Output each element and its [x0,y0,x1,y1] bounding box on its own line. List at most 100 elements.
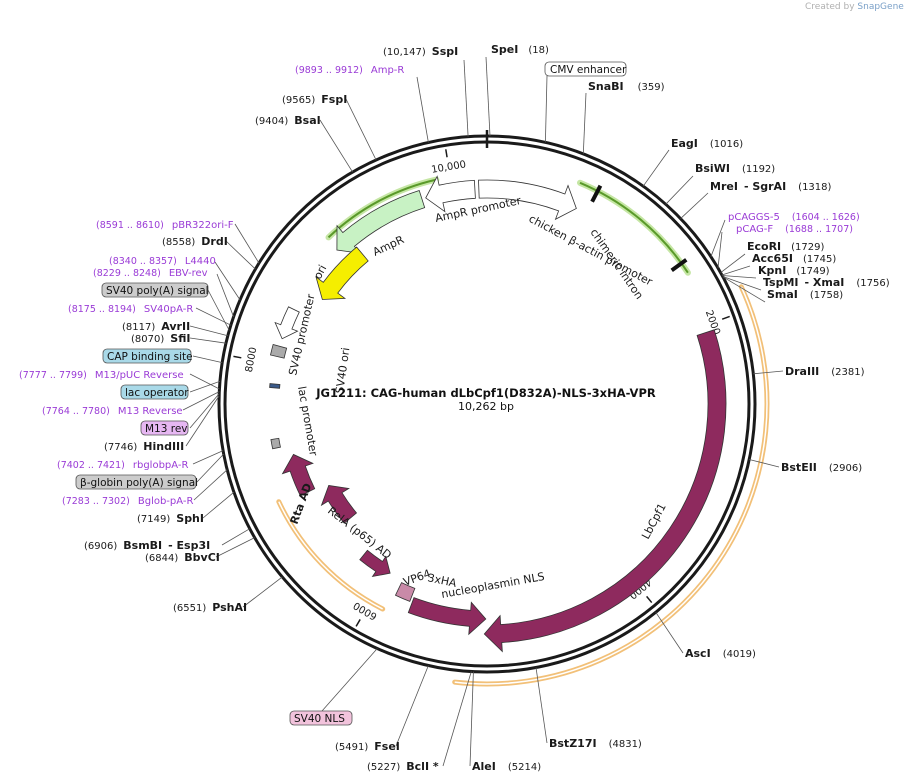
tick-label-4: 10,000 [431,159,467,175]
feature-label-ampr[interactable]: AmpR [371,233,407,259]
leader-line-35 [195,307,232,326]
site-eagi[interactable]: EagI(1016) [671,137,743,150]
site-sphi[interactable]: (7149)SphI [137,512,204,525]
site-labels: (10,147)SspI SpeI(18) SnaBI(359) EagI(10… [84,43,890,773]
leader-line-28 [345,98,377,161]
site-mrei[interactable]: MreI- SgrAI(1318) [710,180,832,193]
leader-line-22 [202,491,235,519]
leader-line-40 [207,289,230,331]
feature-label-rela-ad[interactable]: RelA (p65) AD [325,504,394,562]
leader-line-31 [717,231,723,269]
site-bsai[interactable]: (9404)BsaI [255,114,321,127]
feature-label-sv40-ori[interactable]: SV40 ori [333,347,352,395]
leader-line-6 [680,192,709,219]
feature-arc-lbcpf1 [483,329,727,653]
site-sfii[interactable]: (8070)SfiI [131,332,190,345]
plasmid-name: JG1211: CAG-human dLbCpf1(D832A)-NLS-3xH… [315,386,656,400]
label-sv40-polya-signal[interactable]: SV40 poly(A) signal [101,282,209,298]
site-draiii[interactable]: DraIII(2381) [785,365,865,378]
feature-label-chimeric-intron[interactable]: chimeric intron [588,226,646,301]
feature-label-ori[interactable]: ori [311,263,329,282]
svg-text:lac operator: lac operator [125,387,189,399]
feature-arc-rta-ad [281,453,316,497]
primer-pcaggs-5[interactable]: pCAGGS-5(1604 .. 1626) [728,212,860,223]
site-fsei[interactable]: (5491)FseI [335,740,400,753]
leader-line-12 [753,370,784,375]
plasmid-length: 10,262 bp [458,400,514,413]
site-drdi[interactable]: (8558)DrdI [162,235,228,248]
site-avrii[interactable]: (8117)AvrII [122,320,190,333]
label-m13-rev[interactable]: M13 rev [140,420,189,436]
site-asci[interactable]: AscI(4019) [685,647,756,660]
leader-line-3 [582,92,587,154]
primer-pbr322ori-f[interactable]: (8591 .. 8610)pBR322ori-F [96,220,234,231]
leader-line-29 [416,76,429,143]
leader-line-10 [722,276,762,291]
label-cmv-enhancer[interactable]: CMV enhancer [544,61,627,77]
site-bsiwi[interactable]: BsiWI(1192) [695,162,775,175]
svg-text:SV40 poly(A) signal: SV40 poly(A) signal [106,285,209,297]
intron-marker-0 [590,184,603,203]
leader-line-19 [242,576,283,608]
feature-arc-ampr [336,189,426,254]
site-fspi[interactable]: (9565)FspI [282,93,347,106]
site-kpni[interactable]: KpnI(1749) [758,264,830,277]
site-pshai[interactable]: (6551)PshAI [173,601,247,614]
label-lac-operator[interactable]: lac operator [120,384,189,400]
site-alei[interactable]: AleI(5214) [472,760,541,773]
site-tspmi[interactable]: TspMI- XmaI(1756) [763,276,890,289]
leader-line-2 [545,75,548,143]
leader-line-25 [189,325,228,337]
feature-arc-ori [315,246,369,300]
site-bbvci[interactable]: (6844)BbvCI [145,551,220,564]
feature-arc-rela-ad [320,485,358,524]
primer-m13-puc-reverse[interactable]: (7777 .. 7799)M13/pUC Reverse [19,370,184,381]
site-ecori[interactable]: EcoRI(1729) [747,240,825,253]
site-bstz17i[interactable]: BstZ17I(4831) [549,737,642,750]
snapgene-watermark: Created by SnapGene [805,2,904,12]
feature-label-chicken-actin-promoter[interactable]: chicken β-actin promoter [527,212,655,288]
leader-line-17 [442,671,472,767]
leader-line-23 [185,395,220,447]
leader-line-43 [189,393,220,429]
svg-text:SV40 NLS: SV40 NLS [294,713,345,725]
feature-label-rta-ad[interactable]: Rta AD [288,482,315,527]
feature-arc-vp64 [359,549,391,578]
primer-bglob-pa-r[interactable]: (7283 .. 7302)Bglob-pA-R [62,496,193,507]
site-sspi[interactable]: (10,147)SspI [383,45,458,58]
primer-labels: (9893 .. 9912)Amp-R pCAGGS-5(1604 .. 162… [19,65,860,507]
leader-line-20 [215,537,255,558]
tick-mark-3 [233,355,242,359]
leader-line-16 [469,671,474,767]
label-cap-binding-site[interactable]: CAP binding site [102,348,193,364]
primer-amp-r[interactable]: (9893 .. 9912)Amp-R [295,65,404,76]
leader-line-0 [463,59,469,137]
svg-text:CMV enhancer: CMV enhancer [550,64,627,76]
leader-line-38 [192,450,224,465]
primer-ebv-rev[interactable]: (8229 .. 8248)EBV-rev [93,268,208,279]
svg-text:CAP binding site: CAP binding site [107,351,193,363]
site-bcli[interactable]: (5227)BclI * [367,760,439,773]
feature-label-3xha[interactable]: 3xHA [426,571,458,590]
leader-line-41 [192,355,223,363]
site-bsteii[interactable]: BstEII(2906) [781,461,862,474]
feature-arc-3xha [394,582,416,602]
feature-label-nucleoplasmin-nls[interactable]: nucleoplasmin NLS [440,570,545,601]
site-hindiii[interactable]: (7746)HindIII [104,440,184,453]
leader-line-30 [710,219,726,257]
site-acc65i[interactable]: Acc65I(1745) [752,252,836,265]
label-beta-globin-polya-signal[interactable]: β-globin poly(A) signal [75,474,198,490]
primer-m13-reverse[interactable]: (7764 .. 7780)M13 Reverse [42,406,183,417]
primer-sv40pa-r[interactable]: (8175 .. 8194)SV40pA-R [68,304,193,315]
leader-line-8 [721,265,751,276]
watermark-prefix: Created by [805,2,855,12]
primer-l4440[interactable]: (8340 .. 8357)L4440 [109,256,216,267]
primer-pcag-f[interactable]: pCAG-F(1688 .. 1707) [736,224,853,235]
site-snabi[interactable]: SnaBI(359) [588,80,665,93]
site-bsmbi[interactable]: (6906)BsmBI- Esp3I [84,539,210,552]
site-spei[interactable]: SpeI(18) [491,43,549,56]
label-sv40-nls[interactable]: SV40 NLS [289,710,353,726]
primer-rbglobpa-r[interactable]: (7402 .. 7421)rbglobpA-R [57,460,188,471]
site-smai[interactable]: SmaI(1758) [767,288,843,301]
